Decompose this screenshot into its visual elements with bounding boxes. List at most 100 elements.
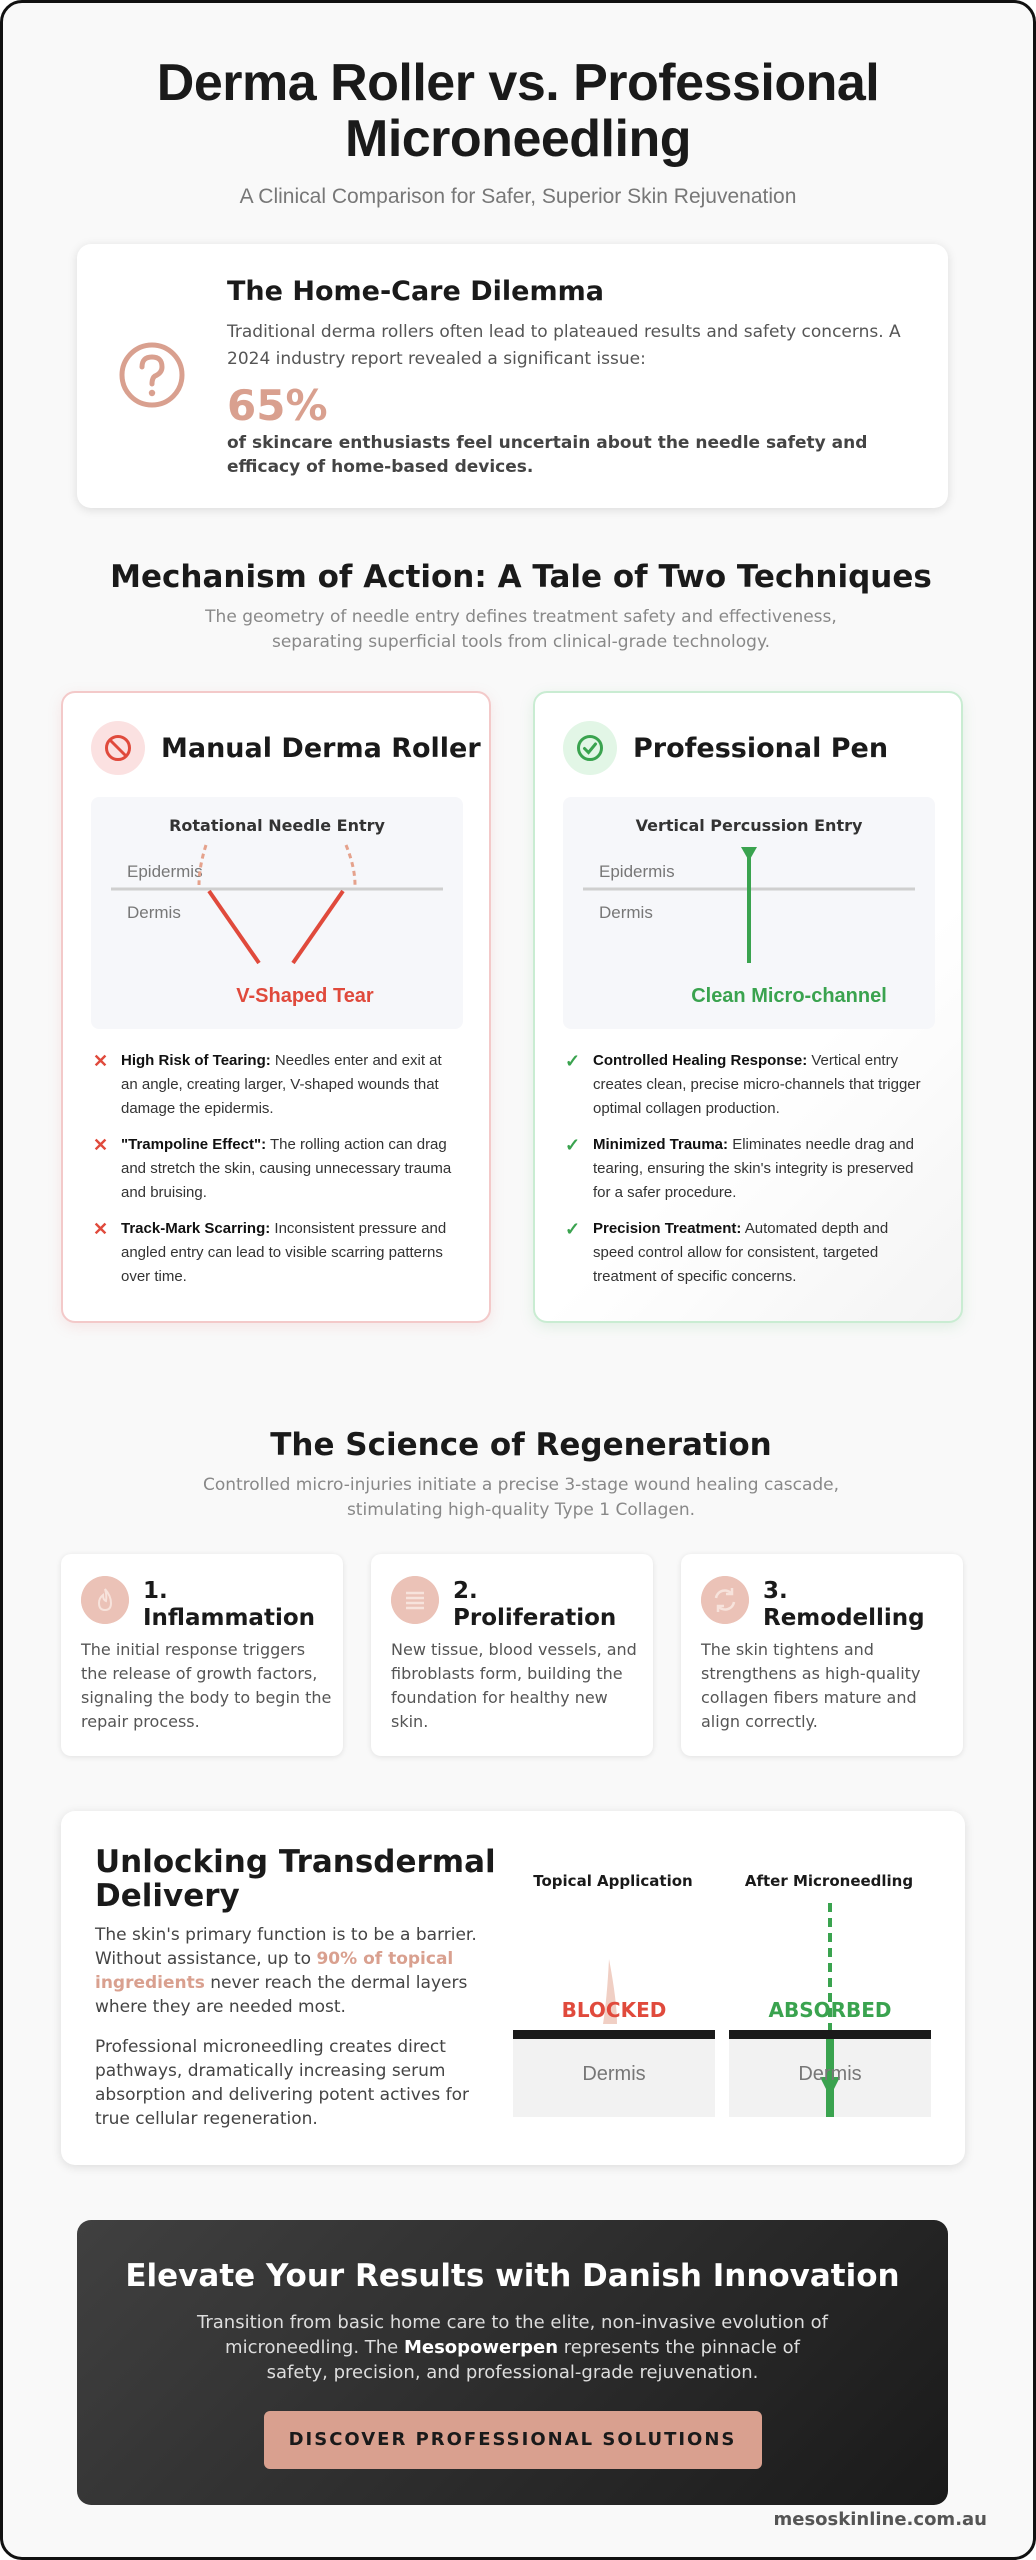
roller-risk-list: ✕ High Risk of Tearing: Needles enter and…: [91, 1037, 461, 1289]
footer-url[interactable]: mesoskinline.com.au: [773, 2509, 987, 2530]
flame-icon: [81, 1576, 129, 1624]
point-bold: Track-Mark Scarring:: [121, 1220, 271, 1237]
professional-pen-title: Professional Pen: [633, 732, 889, 764]
derma-roller-header: Manual Derma Roller: [91, 721, 481, 775]
refresh-icon: [701, 1576, 749, 1624]
science-title: The Science of Regeneration: [270, 1427, 772, 1463]
cross-icon: ✕: [93, 1051, 109, 1071]
science-subtitle-line-1: Controlled micro-injuries initiate a pre…: [202, 1475, 840, 1495]
page-subtitle: A Clinical Comparison for Safer, Superio…: [239, 185, 797, 208]
dermis-label-left: Dermis: [582, 2063, 645, 2085]
layer-epidermis: Epidermis: [599, 862, 675, 881]
stage-proliferation: 2. Proliferation New tissue, blood vesse…: [371, 1554, 653, 1756]
check-icon: ✓: [565, 1051, 581, 1071]
cta-banner: Elevate Your Results with Danish Innovat…: [77, 2220, 948, 2505]
check-icon: ✓: [565, 1135, 581, 1155]
rotational-entry-diagram: Rotational Needle Entry Epidermis Dermis…: [91, 797, 463, 1029]
point-text: Vertical entry creates clean, precise mi…: [593, 1052, 921, 1117]
p1-text-b: never reach the dermal layers where they…: [95, 1973, 468, 2017]
list-item: ✓ Precision Treatment: Automated depth an…: [563, 1217, 933, 1289]
stage-text: The initial response triggers the releas…: [81, 1640, 332, 1731]
point-text: Inconsistent pressure and angled entry c…: [121, 1220, 447, 1285]
derma-roller-title: Manual Derma Roller: [161, 732, 481, 764]
stage-remodelling: 3. Remodelling The skin tightens and str…: [681, 1554, 963, 1756]
dilemma-stat: 65%: [227, 381, 328, 430]
prohibited-icon-badge: [91, 721, 145, 775]
dermis-label-right: Dermis: [798, 2063, 861, 2085]
transdermal-paragraph-1: The skin's primary function is to be a b…: [95, 1923, 505, 2019]
list-item: ✕"Trampoline Effect": The rolling action…: [91, 1133, 461, 1205]
transdermal-title: Unlocking Transdermal Delivery: [95, 1844, 496, 1914]
dilemma-text: Traditional derma rollers often lead to …: [227, 322, 901, 369]
blocked-label: BLOCKED: [562, 1998, 667, 2022]
science-heading: The Science of Regeneration Controlled m…: [3, 1427, 1033, 1523]
absorbed-label: ABSORBED: [768, 1998, 891, 2022]
hero: Derma Roller vs. Professional Microneedl…: [3, 3, 1033, 209]
cta-text-a: Transition from basic home care to the e…: [197, 2312, 828, 2358]
prohibited-icon: [105, 735, 131, 761]
stage-text: The skin tightens and strengthens as hig…: [701, 1640, 921, 1731]
science-subtitle-line-2: stimulating high-quality Type 1 Collagen…: [346, 1500, 696, 1520]
page-title: Derma Roller vs. Professional Microneedl…: [3, 55, 1033, 167]
stage-title: 2. Proliferation: [453, 1578, 617, 1631]
transdermal-card: Unlocking Transdermal Delivery The skin'…: [61, 1811, 965, 2165]
mechanism-subtitle: The geometry of needle entry defines tre…: [3, 605, 1033, 655]
point-bold: "Trampoline Effect":: [121, 1136, 267, 1153]
cross-icon: ✕: [93, 1135, 109, 1155]
list-item: ✓ Controlled Healing Response: Vertical e…: [563, 1049, 933, 1121]
stage-title: 3. Remodelling: [763, 1578, 925, 1631]
professional-pen-card: Professional Pen Vertical Percussion Ent…: [533, 691, 963, 1323]
professional-pen-header: Professional Pen: [563, 721, 888, 775]
cta-title: Elevate Your Results with Danish Innovat…: [125, 2258, 900, 2294]
list-item: ✕ High Risk of Tearing: Needles enter and…: [91, 1049, 461, 1121]
list-item: ✓ Minimized Trauma: Eliminates needle dra…: [563, 1133, 933, 1205]
layers-icon: [391, 1576, 439, 1624]
transdermal-paragraph-2: Professional microneedling creates direc…: [95, 2037, 469, 2129]
dilemma-stat-text: of skincare enthusiasts feel uncertain a…: [227, 433, 868, 477]
stage-title: 1. Inflammation: [143, 1578, 316, 1631]
derma-roller-card: Manual Derma Roller Rotational Needle En…: [61, 691, 491, 1323]
p1-text-a: The skin's primary function is to be a b…: [95, 1925, 477, 1969]
title-line-1: Derma Roller vs. Professional: [156, 54, 880, 112]
list-item: ✕ Track-Mark Scarring: Inconsistent press…: [91, 1217, 461, 1289]
mechanism-subtitle-line-2: separating superficial tools from clinic…: [271, 632, 771, 652]
mechanism-heading: Mechanism of Action: A Tale of Two Techn…: [3, 559, 1033, 655]
absorption-diagram: BLOCKED Dermis ABSORBED Dermis: [513, 1903, 931, 2117]
mechanism-subtitle-line-1: The geometry of needle entry defines tre…: [205, 607, 837, 627]
point-text: Eliminates needle drag and tearing, ensu…: [593, 1136, 914, 1201]
check-icon: ✓: [565, 1219, 581, 1239]
v-shaped-tear-label: V-Shaped Tear: [236, 985, 374, 1007]
check-icon-badge: [563, 721, 617, 775]
point-bold: Precision Treatment:: [593, 1220, 742, 1237]
point-bold: Minimized Trauma:: [593, 1136, 729, 1153]
p1-highlight: 90% of topical ingredients: [95, 1949, 454, 1993]
mechanism-title: Mechanism of Action: A Tale of Two Techn…: [110, 559, 932, 595]
point-text: Automated depth and speed control allow …: [593, 1220, 889, 1285]
question-circle-icon: [119, 342, 185, 408]
check-circle-icon: [577, 735, 603, 761]
after-microneedling-title: After Microneedling: [744, 1872, 914, 1890]
point-bold: High Risk of Tearing:: [121, 1052, 271, 1069]
dilemma-card: The Home-Care Dilemma Traditional derma …: [77, 244, 948, 508]
topical-application-title: Topical Application: [533, 1872, 693, 1890]
title-line-2: Microneedling: [345, 110, 691, 168]
diagram-title: Rotational Needle Entry: [169, 816, 385, 835]
pen-benefit-list: ✓ Controlled Healing Response: Vertical e…: [563, 1037, 933, 1289]
layer-dermis: Dermis: [599, 903, 653, 922]
dilemma-title: The Home-Care Dilemma: [227, 276, 604, 307]
stage-text: New tissue, blood vessels, and fibroblas…: [391, 1640, 637, 1731]
point-text: Needles enter and exit at an angle, crea…: [121, 1052, 442, 1117]
science-subtitle: Controlled micro-injuries initiate a pre…: [3, 1473, 1033, 1523]
layer-dermis: Dermis: [127, 903, 181, 922]
layer-epidermis: Epidermis: [127, 862, 203, 881]
cta-text: Transition from basic home care to the e…: [193, 2310, 833, 2385]
clean-micro-channel-label: Clean Micro-channel: [691, 985, 887, 1007]
stage-inflammation: 1. Inflammation The initial response tri…: [61, 1554, 343, 1756]
point-bold: Controlled Healing Response:: [593, 1052, 808, 1069]
discover-solutions-button[interactable]: DISCOVER PROFESSIONAL SOLUTIONS: [263, 2411, 762, 2469]
vertical-entry-diagram: Vertical Percussion Entry Epidermis Derm…: [563, 797, 935, 1029]
diagram-title: Vertical Percussion Entry: [636, 816, 863, 835]
cta-brand: Mesopowerpen: [403, 2337, 559, 2358]
cross-icon: ✕: [93, 1219, 109, 1239]
